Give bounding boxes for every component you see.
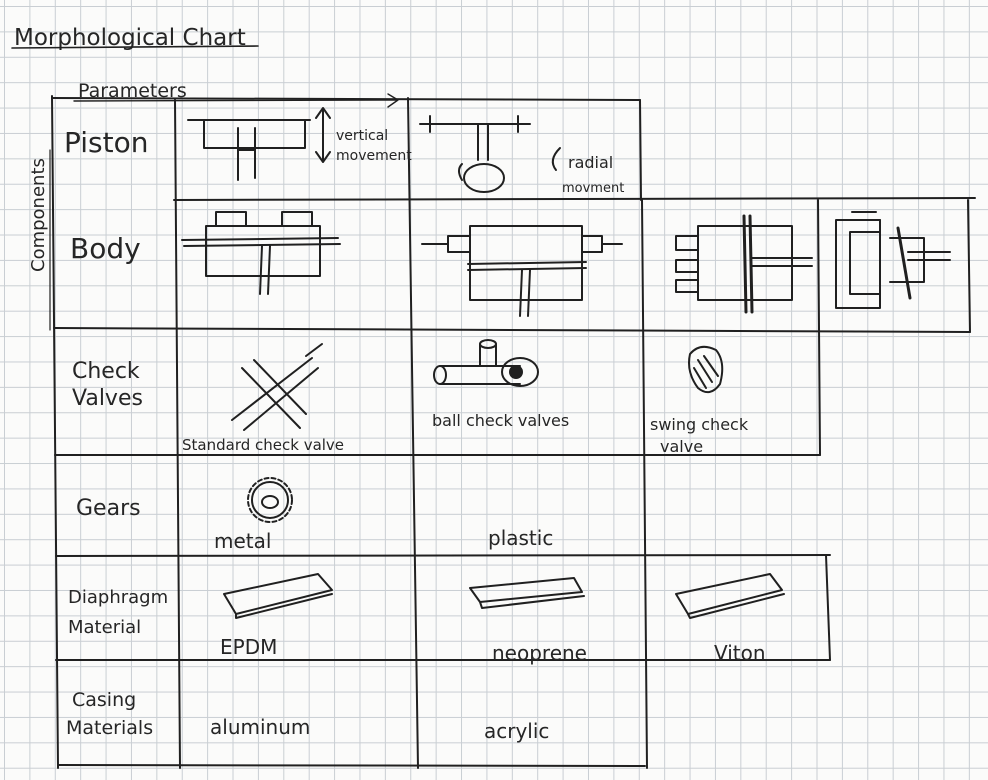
grid-left-border [51, 95, 59, 769]
casing-option-1-label: aluminum [210, 715, 310, 739]
gears-option-1-label: metal [214, 529, 271, 553]
grid-col2-line [407, 97, 419, 769]
parameters-heading: Parameters [78, 80, 187, 102]
row-label-piston: Piston [64, 126, 149, 159]
piston-option-1-sketch: vertical movement [187, 107, 412, 181]
grid-col5-line [967, 199, 971, 333]
title-underline [11, 45, 259, 49]
row-label-diaphragm-material: Diaphragm Material [68, 587, 174, 638]
diaphragm-option-1: EPDM [220, 573, 333, 659]
gears-option-1: metal [214, 477, 293, 553]
diaphragm-option-3: Viton [675, 573, 785, 665]
chart-grid [51, 95, 976, 769]
check-valve-option-3: swing check swing check valve valve [650, 345, 796, 456]
row-label-gears: Gears [76, 496, 141, 521]
body-option-2-sketch [421, 225, 623, 317]
piston-option-1-label: vertical movement [336, 128, 412, 164]
check-valve-option-3-label-line2: valve [660, 437, 703, 456]
grid-row2-line [53, 327, 971, 333]
grid-col3-line [641, 199, 648, 769]
diaphragm-option-2-label: neoprene [492, 641, 587, 665]
grid-col3-top-line [639, 99, 642, 201]
grid-bottom-line [57, 764, 646, 767]
grid-col4-line [817, 199, 821, 456]
body-option-4-sketch [835, 211, 951, 309]
components-heading: Components [28, 158, 49, 272]
check-valve-option-2-label: ball check valves [432, 411, 569, 430]
body-option-3-sketch [675, 214, 813, 314]
casing-option-2-label: acrylic [484, 719, 549, 743]
row-label-body: Body [70, 232, 141, 265]
check-valve-option-3-label-bound: swing check valve [650, 415, 796, 434]
diaphragm-option-1-label: EPDM [220, 635, 277, 659]
body-option-1-sketch [181, 211, 341, 295]
check-valve-option-2: ball check valves [432, 339, 569, 430]
row-label-check-valves: Check Valves [72, 359, 147, 411]
row-label-casing-materials: Casing Materials [66, 689, 153, 739]
diaphragm-option-3-label: Viton [714, 641, 766, 665]
check-valve-option-3-label: swing check [650, 415, 749, 434]
grid-top-line [51, 97, 641, 101]
grid-row4-line [55, 554, 831, 557]
grid-diaphragm-right-line [825, 554, 831, 661]
grid-col1-line [174, 99, 181, 769]
gears-option-2-label: plastic [488, 526, 553, 550]
piston-option-2-label: radial movment [562, 153, 624, 196]
check-valve-option-1-label: Standard check valve [182, 436, 344, 454]
check-valve-option-1: Standard check valve [182, 343, 344, 454]
piston-option-2-sketch: radial movment [419, 115, 624, 196]
diaphragm-option-2: neoprene [469, 577, 587, 665]
grid-row1-line [173, 197, 976, 201]
